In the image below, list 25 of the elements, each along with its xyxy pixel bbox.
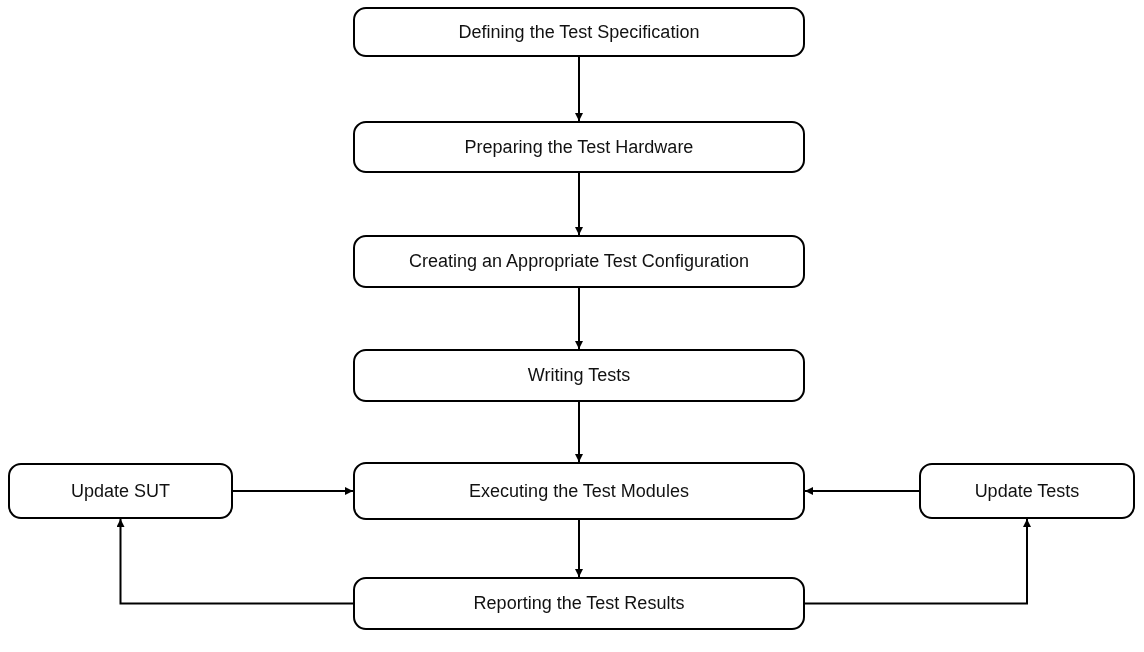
process-box xyxy=(353,121,805,173)
box-label: Creating an Appropriate Test Configuration xyxy=(409,251,749,272)
box-label: Update Tests xyxy=(974,480,1080,502)
process-box xyxy=(353,462,805,520)
arrow xyxy=(804,487,920,495)
process-box xyxy=(353,7,805,57)
process-box xyxy=(919,463,1135,519)
box-label: Update SUT xyxy=(70,480,170,502)
arrow xyxy=(575,519,583,578)
process-box xyxy=(8,463,233,519)
box-label: Executing the Test Modules xyxy=(469,480,689,502)
box-label: Preparing the Test Hardware xyxy=(464,136,694,158)
box-label: Writing Tests xyxy=(527,365,631,386)
process-box xyxy=(353,349,805,402)
arrow xyxy=(575,401,583,463)
process-box xyxy=(353,577,805,630)
arrow xyxy=(116,518,354,605)
arrow xyxy=(575,287,583,350)
arrow xyxy=(575,56,583,122)
box-label: Reporting the Test Results xyxy=(473,593,685,614)
process-box xyxy=(353,235,805,288)
arrow xyxy=(575,172,583,236)
arrow xyxy=(232,487,354,495)
box-label: Defining the Test Specification xyxy=(458,21,700,43)
arrow xyxy=(804,518,1031,605)
